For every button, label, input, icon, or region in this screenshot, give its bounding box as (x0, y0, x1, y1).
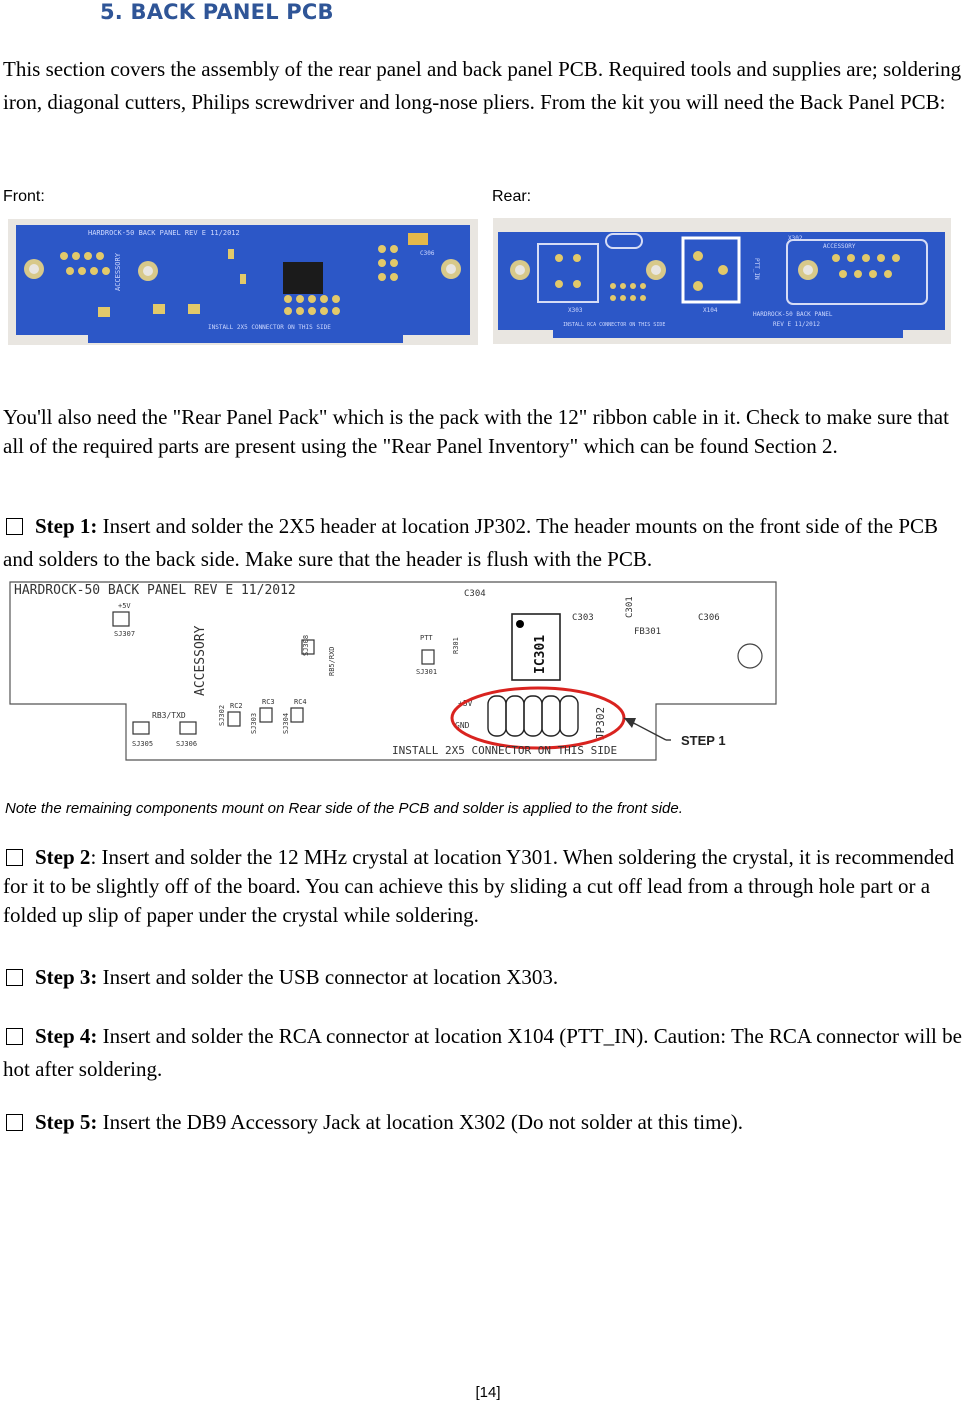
pack-paragraph: You'll also need the "Rear Panel Pack" w… (3, 405, 949, 458)
intro-paragraph: This section covers the assembly of the … (3, 57, 962, 114)
front-pcb-title: HARDROCK-50 BACK PANEL REV E 11/2012 (88, 229, 240, 237)
step-1-checkbox[interactable] (6, 518, 23, 535)
step-3: Step 3: Insert and solder the USB connec… (3, 961, 973, 994)
mounting-note: Note the remaining components mount on R… (5, 800, 683, 817)
diagram-accessory: ACCESSORY (193, 625, 208, 696)
step-5-checkbox[interactable] (6, 1114, 23, 1131)
diagram-rb3: RB3/TXD (152, 711, 186, 720)
diagram-plus5v: +5V (118, 602, 131, 610)
diagram-c301: C301 (625, 596, 635, 618)
step-1: Step 1: Insert and solder the 2X5 header… (3, 510, 973, 576)
diagram-ic301: IC301 (533, 635, 548, 674)
step-5-text: Insert the DB9 Accessory Jack at locatio… (97, 1110, 744, 1134)
diagram-sj301: SJ301 (416, 668, 437, 676)
step-2-label: Step 2 (35, 845, 91, 869)
step-5: Step 5: Insert the DB9 Accessory Jack at… (3, 1106, 973, 1139)
diagram-c303: C303 (572, 613, 594, 623)
front-pcb-bottom: INSTALL 2X5 CONNECTOR ON THIS SIDE (208, 324, 331, 331)
front-label: Front: (3, 188, 45, 205)
step-5-label: Step 5: (35, 1110, 98, 1134)
step-1-label: Step 1: (35, 514, 98, 538)
step-3-checkbox[interactable] (6, 969, 23, 986)
rear-pcb-x303: X303 (568, 307, 583, 314)
step-4-label: Step 4: (35, 1024, 98, 1048)
rear-pcb-title1: HARDROCK-50 BACK PANEL (753, 311, 833, 318)
section-heading: 5. BACK PANEL PCB (100, 0, 334, 24)
silkscreen-diagram: HARDROCK-50 BACK PANEL REV E 11/2012 ACC… (9, 581, 777, 761)
step-3-label: Step 3: (35, 965, 98, 989)
diagram-rc4: RC4 (294, 698, 307, 706)
rear-pcb-title2: REV E 11/2012 (773, 321, 820, 328)
rear-pcb-ptt-in: PTT_IN (753, 258, 760, 280)
diagram-ptt: PTT (420, 634, 433, 642)
diagram-jp302: JP302 (594, 707, 607, 740)
step-3-text: Insert and solder the USB connector at l… (97, 965, 559, 989)
step-2: Step 2: Insert and solder the 12 MHz cry… (3, 843, 973, 930)
diagram-sj306: SJ306 (176, 740, 197, 748)
front-pcb-photo: HARDROCK-50 BACK PANEL REV E 11/2012 ACC… (8, 219, 478, 345)
rear-pcb-x104: X104 (703, 307, 718, 314)
front-pcb-accessory: ACCESSORY (114, 252, 122, 291)
diagram-sj307: SJ307 (114, 630, 135, 638)
diagram-rc2: RC2 (230, 702, 243, 710)
step-1-text: Insert and solder the 2X5 header at loca… (3, 514, 939, 571)
rear-pcb-bottom: INSTALL RCA CONNECTOR ON THIS SIDE (563, 322, 665, 328)
diagram-title: HARDROCK-50 BACK PANEL REV E 11/2012 (14, 583, 296, 598)
diagram-sj305: SJ305 (132, 740, 153, 748)
diagram-sj308: SJ308 (302, 635, 310, 656)
diagram-step1: STEP 1 (681, 733, 726, 748)
rear-label: Rear: (492, 188, 532, 205)
step-2-checkbox[interactable] (6, 849, 23, 866)
diagram-rb5: RB5/RXD (328, 646, 336, 676)
rear-pcb-accessory: ACCESSORY (823, 243, 856, 250)
diagram-r301: R301 (452, 637, 460, 654)
diagram-bottom: INSTALL 2X5 CONNECTOR ON THIS SIDE (392, 744, 617, 757)
diagram-gnd: GND (455, 721, 470, 730)
front-pcb-c306: C306 (420, 250, 435, 257)
step-4-text: Insert and solder the RCA connector at l… (3, 1024, 962, 1081)
rear-pcb-photo: ACCESSORY X302 X303 X104 PTT_IN HARDROCK… (493, 218, 951, 344)
diagram-c306: C306 (698, 613, 720, 623)
diagram-sj304: SJ304 (282, 713, 290, 734)
step-4: Step 4: Insert and solder the RCA connec… (3, 1020, 973, 1086)
diagram-rc3: RC3 (262, 698, 275, 706)
diagram-fb301: FB301 (634, 627, 661, 637)
rear-pcb-x302: X302 (788, 235, 803, 242)
diagram-c304: C304 (464, 589, 486, 599)
page-number: [14] (475, 1384, 501, 1401)
step-4-checkbox[interactable] (6, 1028, 23, 1045)
diagram-sj302: SJ302 (218, 705, 226, 726)
step-2-text: : Insert and solder the 12 MHz crystal a… (3, 845, 955, 927)
diagram-sj303: SJ303 (250, 713, 258, 734)
